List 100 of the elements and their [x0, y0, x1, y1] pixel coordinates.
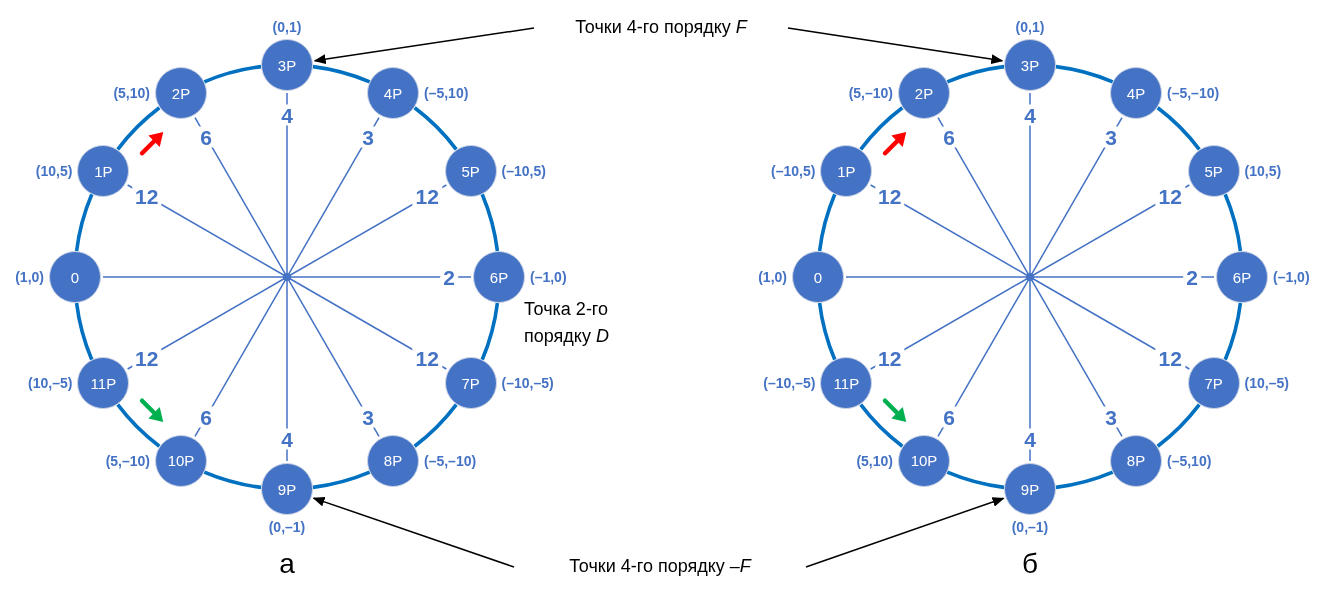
coordinate-label: (5,–10)	[105, 452, 150, 469]
ring-arc	[946, 470, 1005, 490]
point-circle: 5P	[1187, 145, 1240, 197]
panel-label: б	[1022, 548, 1038, 580]
edge-label: 4	[278, 104, 296, 126]
ring-arc	[1223, 302, 1243, 361]
point-circle: 8P	[367, 434, 419, 487]
edge-label: 12	[412, 185, 442, 207]
coordinate-label: (5,10)	[856, 452, 893, 469]
edge-label: 12	[1155, 347, 1185, 369]
ring-arc	[203, 64, 262, 84]
ring-arc	[116, 403, 161, 448]
point-circle: 8P	[1110, 434, 1162, 487]
point-circle: 7P	[1187, 357, 1240, 409]
coordinate-label: (5,10)	[113, 85, 150, 102]
edge-label: 4	[278, 428, 296, 450]
ring-arc	[203, 470, 262, 490]
ring-arc	[480, 302, 500, 361]
point-circle: 5P	[444, 145, 497, 197]
point-circle: 11P	[820, 357, 873, 409]
edge-label: 3	[1102, 406, 1120, 428]
center-point	[1026, 273, 1034, 281]
coordinate-label: (–10,–5)	[763, 375, 816, 391]
coordinate-label: (–10,–5)	[501, 375, 554, 391]
coordinate-label: (–10,5)	[501, 163, 546, 179]
coordinate-label: (0,–1)	[1011, 519, 1049, 535]
coordinate-label: (–5,–10)	[1167, 85, 1220, 102]
ring-arc	[946, 64, 1005, 84]
ring-arc	[1223, 193, 1243, 252]
ring-arc	[1156, 403, 1201, 448]
edge-label: 6	[197, 406, 215, 428]
annotation-text: Точки 4-го порядку F	[536, 14, 786, 42]
coordinate-label: (1,0)	[15, 269, 44, 285]
edge-label: 6	[940, 406, 958, 428]
edge-label: 12	[132, 185, 162, 207]
point-circle: 9P	[261, 463, 313, 515]
edge-label: 6	[940, 126, 958, 148]
ring-arc	[413, 403, 458, 448]
coordinate-label: (–5,10)	[424, 85, 469, 102]
ring-arc	[116, 106, 161, 151]
edge-label: 3	[1102, 126, 1120, 148]
edge-label: 3	[359, 406, 377, 428]
ring-arc	[817, 302, 837, 361]
point-circle: 3P	[1004, 39, 1056, 91]
pointer-arrow	[313, 27, 535, 65]
coordinate-label: (10,–5)	[1244, 375, 1289, 391]
coordinate-label: (0,–1)	[268, 519, 306, 535]
annotation-text: Точки 4-го порядку –F	[516, 553, 804, 581]
point-circle: 9P	[1004, 463, 1056, 515]
edge-label: 6	[197, 126, 215, 148]
coordinate-label: (–10,5)	[771, 163, 816, 179]
pointer-arrow	[312, 496, 515, 568]
edge-label: 12	[132, 347, 162, 369]
ring-arc	[1156, 106, 1201, 151]
point-circle: 6P	[473, 251, 525, 303]
pointer-arrow	[787, 27, 1004, 65]
coordinate-label: (10,–5)	[28, 375, 73, 391]
point-circle: 10P	[898, 434, 950, 487]
coordinate-label: (–1,0)	[1273, 269, 1310, 285]
edge-label: 12	[875, 185, 905, 207]
point-circle: 2P	[155, 67, 207, 120]
point-circle: 1P	[820, 145, 873, 197]
ring-arc	[859, 106, 904, 151]
ring-arc	[817, 193, 837, 252]
edge-label: 12	[412, 347, 442, 369]
ring-arc	[312, 64, 371, 84]
coordinate-label: (0,1)	[1015, 19, 1045, 35]
ring-arc	[74, 193, 94, 252]
coordinate-label: (5,–10)	[848, 85, 893, 102]
edge-label: 12	[875, 347, 905, 369]
ring-arc	[480, 193, 500, 252]
ring-arc	[74, 302, 94, 361]
coordinate-label: (–5,–10)	[424, 452, 477, 469]
edge-label: 4	[1021, 104, 1039, 126]
panel-label: а	[279, 548, 295, 580]
point-circle: 4P	[367, 67, 419, 120]
ring-arc	[413, 106, 458, 151]
ring-arc	[1055, 470, 1114, 490]
edge-label: 12	[1155, 185, 1185, 207]
point-circle: 11P	[77, 357, 130, 409]
point-circle: 0	[792, 251, 844, 303]
center-point	[283, 273, 291, 281]
point-circle: 6P	[1216, 251, 1268, 303]
coordinate-label: (10,5)	[35, 163, 73, 179]
pointer-arrow	[805, 497, 1005, 568]
ring-arc	[859, 403, 904, 448]
edge-label: 4	[1021, 428, 1039, 450]
coordinate-label: (10,5)	[1244, 163, 1282, 179]
point-circle: 1P	[77, 145, 130, 197]
coordinate-label: (–1,0)	[530, 269, 567, 285]
point-circle: 10P	[155, 434, 207, 487]
coordinate-label: (0,1)	[272, 19, 302, 35]
edge-label: 3	[359, 126, 377, 148]
ring-arc	[1055, 64, 1114, 84]
annotation-text: Точка 2-го порядку D	[524, 298, 610, 348]
coordinate-label: (1,0)	[758, 269, 787, 285]
point-circle: 3P	[261, 39, 313, 91]
coordinate-label: (–5,10)	[1167, 452, 1212, 469]
point-circle: 2P	[898, 67, 950, 120]
point-circle: 4P	[1110, 67, 1162, 120]
